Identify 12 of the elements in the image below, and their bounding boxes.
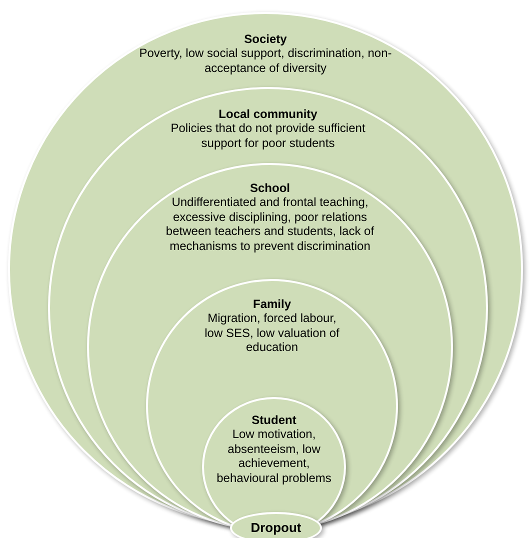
- layer-description: Policies that do not provide sufficient support for poor students: [170, 121, 366, 150]
- layer-description: Low motivation, absenteeism, low achievement, behavioural problems: [216, 427, 332, 485]
- layer-heading: Local community: [218, 107, 318, 122]
- layer-description: Migration, forced labour, low SES, low valuation of education: [204, 311, 340, 355]
- layer-heading: Dropout: [250, 520, 302, 536]
- layer-description: Undifferentiated and frontal teaching, excessive disciplining, poor relations between teachers and students, lack of mechanisms to prevent discrimination: [165, 195, 375, 253]
- layer-description: Poverty, low social support, discrimination, non-acceptance of diversity: [138, 46, 393, 76]
- outcome-ellipse: [230, 512, 322, 538]
- layer-heading: Society: [244, 32, 287, 46]
- layer-heading: School: [250, 181, 290, 196]
- layer-heading: Student: [252, 413, 296, 428]
- layer-heading: Family: [252, 297, 291, 312]
